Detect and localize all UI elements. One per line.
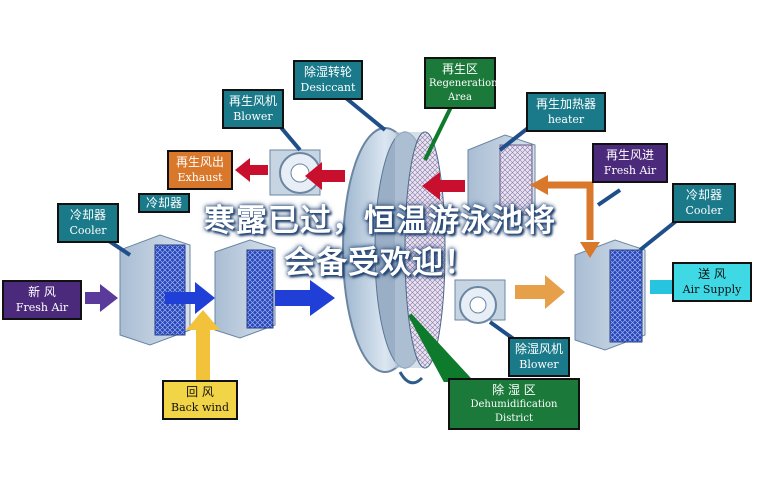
- heater-unit: [467, 134, 536, 223]
- arrows: [85, 158, 693, 380]
- air-supply-zh: 送 风: [698, 267, 726, 281]
- dehum-district-zh: 除 湿 区: [492, 383, 536, 397]
- exhaust-arrow: [235, 158, 268, 182]
- regen-fresh-air-label: 再生风进 Fresh Air: [592, 143, 668, 183]
- cooler-left-zh: 冷却器: [69, 208, 106, 222]
- desiccant-label: 除湿转轮 Desiccant: [293, 60, 363, 100]
- second-cooler-unit: [214, 239, 276, 339]
- regen-fresh-air-arrow: [545, 181, 594, 240]
- process-arrow-1: [165, 282, 215, 314]
- regen-blower-zh: 再生风机: [228, 94, 277, 108]
- overlay-caption-line2: 会备受欢迎！: [284, 245, 476, 281]
- dehum-blower-zh: 除湿风机: [514, 342, 563, 356]
- cooler-right-en: Cooler: [685, 204, 723, 217]
- air-supply-en: Air Supply: [682, 283, 742, 296]
- regen-heater-label: 再生加热器 heater: [526, 92, 606, 132]
- regen-blower-fan: [269, 149, 321, 196]
- regen-heater-en: heater: [547, 113, 585, 126]
- dehum-district-label: 除 湿 区 Dehumidification District: [448, 378, 580, 430]
- desiccant-zh: 除湿转轮: [303, 65, 352, 79]
- dehum-blower-en: Blower: [519, 358, 559, 371]
- exhaust-label: 再生风出 Exhaust: [167, 150, 233, 190]
- regen-fresh-air-zh: 再生风进: [605, 148, 654, 162]
- fresh-air-arrow: [85, 284, 118, 312]
- dehum-blower-fan: [454, 279, 506, 324]
- cooler-left-en: Cooler: [69, 224, 107, 237]
- cooler-right-label: 冷却器 Cooler: [672, 183, 736, 223]
- back-wind-en: Back wind: [170, 401, 230, 414]
- regen-blower-en: Blower: [233, 110, 273, 123]
- cooler-left2-zh: 冷却器: [145, 196, 182, 210]
- fresh-air-label: 新 风 Fresh Air: [2, 280, 82, 320]
- left-cooler-unit: [119, 234, 191, 346]
- dehum-blower-label: 除湿风机 Blower: [508, 337, 570, 377]
- regen-arrow-in: [422, 172, 465, 200]
- desiccant-en: Desiccant: [300, 81, 356, 94]
- back-wind-zh: 回 风: [186, 385, 214, 399]
- regeneration-area-label: 再生区 Regeneration Area: [424, 57, 498, 109]
- fresh-air-zh: 新 风: [28, 285, 56, 299]
- process-arrow-2: [275, 280, 335, 316]
- regen-heater-zh: 再生加热器: [535, 97, 596, 111]
- overlay-caption: 寒露已过，恒温游泳池将 会备受欢迎！: [120, 200, 640, 284]
- regeneration-area-en: Regeneration Area: [429, 78, 498, 103]
- regen-blower-label: 再生风机 Blower: [222, 89, 284, 129]
- exhaust-en: Exhaust: [177, 171, 223, 184]
- fresh-air-en: Fresh Air: [15, 301, 69, 314]
- exhaust-zh: 再生风出: [175, 155, 224, 169]
- regeneration-area-zh: 再生区: [441, 62, 478, 76]
- cooler-left2-label: 冷却器: [138, 193, 190, 213]
- right-cooler-unit: [574, 239, 646, 351]
- cooler-right-zh: 冷却器: [685, 188, 722, 202]
- process-arrow-3: [515, 275, 565, 309]
- regen-arrow-out: [305, 162, 345, 190]
- overlay-caption-line1: 寒露已过，恒温游泳池将: [204, 203, 556, 239]
- air-supply-label: 送 风 Air Supply: [672, 262, 752, 302]
- back-wind-label: 回 风 Back wind: [162, 380, 238, 420]
- dehum-district-en: Dehumidification District: [470, 399, 558, 424]
- cooler-left-label: 冷却器 Cooler: [57, 203, 119, 243]
- back-wind-arrow: [186, 310, 220, 380]
- regen-fresh-air-en: Fresh Air: [603, 164, 657, 177]
